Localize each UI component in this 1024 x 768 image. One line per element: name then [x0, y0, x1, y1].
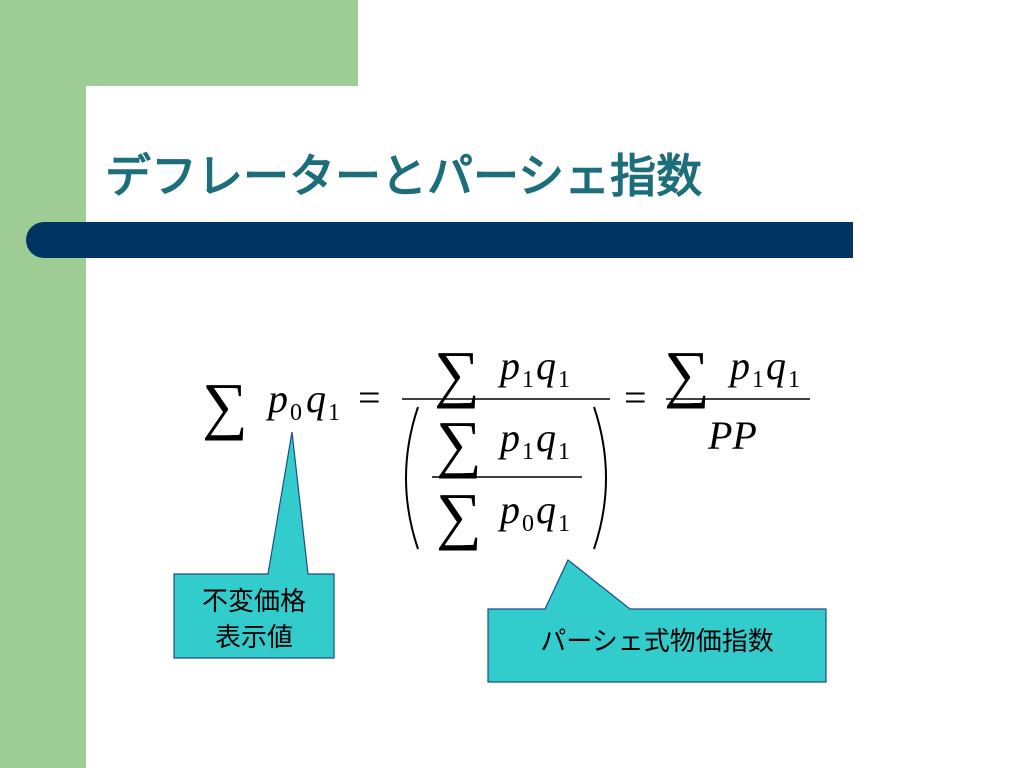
slide-title: デフレーターとパーシェ指数	[105, 149, 703, 203]
right-num-sum-symbol: ∑	[664, 338, 710, 409]
num-p-sub: 1	[522, 367, 534, 393]
num-p: p	[497, 343, 520, 388]
left-parenthesis	[405, 406, 419, 550]
right-num-p-sub: 1	[752, 367, 764, 393]
inner-den-p: p	[497, 487, 520, 532]
inner-num-sum-symbol: ∑	[436, 408, 482, 479]
lhs-p-sub: 0	[290, 400, 302, 426]
callout-left-line2: 表示値	[214, 623, 293, 653]
formula: ∑ p 0 q 1 = ∑ p 1 q 1 ∑ p 1 q 1 ∑ p 0 q …	[190, 315, 830, 565]
inner-num-p: p	[497, 415, 520, 460]
inner-num-q: q	[536, 415, 556, 460]
inner-den-q-sub: 1	[558, 511, 570, 537]
lhs-sum-symbol: ∑	[202, 370, 248, 441]
right-parenthesis	[593, 406, 607, 550]
title-underline-bar	[26, 222, 853, 258]
lhs-p: p	[265, 376, 288, 421]
equals-sign-2: =	[624, 375, 647, 420]
right-num-p: p	[727, 343, 750, 388]
right-num-q: q	[766, 343, 786, 388]
lhs-q: q	[306, 376, 326, 421]
formula-svg: ∑ p 0 q 1 = ∑ p 1 q 1 ∑ p 1 q 1 ∑ p 0 q …	[202, 338, 810, 551]
lhs-q-sub: 1	[328, 400, 340, 426]
num-q-sub: 1	[558, 367, 570, 393]
num-q: q	[536, 343, 556, 388]
green-top-panel	[0, 0, 358, 86]
inner-num-p-sub: 1	[522, 439, 534, 465]
callout-right-label: パーシェ式物価指数	[540, 627, 774, 657]
inner-num-q-sub: 1	[558, 439, 570, 465]
green-side-panel	[0, 0, 86, 768]
inner-den-p-sub: 0	[522, 511, 534, 537]
right-den-pp: PP	[707, 413, 757, 458]
right-num-q-sub: 1	[788, 367, 800, 393]
inner-den-sum-symbol: ∑	[436, 480, 482, 551]
equals-sign-1: =	[358, 375, 381, 420]
callout-left-label: 不変価格 表示値	[174, 584, 334, 656]
inner-den-q: q	[536, 487, 556, 532]
num-sum-symbol: ∑	[434, 338, 480, 409]
callout-left-line1: 不変価格	[201, 587, 306, 617]
